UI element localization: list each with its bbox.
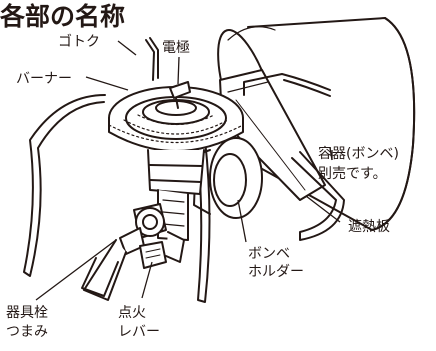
label-container-line2: 別売です。 xyxy=(318,165,387,183)
label-tenka-line1: 点火 xyxy=(118,304,146,322)
label-denkyoku: 電極 xyxy=(162,39,190,57)
label-bombe-holder-line2: ホルダー xyxy=(248,263,304,281)
label-tenka-line2: レバー xyxy=(118,323,160,341)
label-burner: バーナー xyxy=(16,70,72,88)
label-bombe-holder-line1: ボンベ xyxy=(248,245,290,263)
leader-denkyoku xyxy=(178,57,179,84)
label-kigusen-line1: 器具栓 xyxy=(6,304,48,322)
leader-gotoku xyxy=(118,41,136,55)
label-shanetsu: 遮熱板 xyxy=(348,218,390,236)
label-container-line1: 容器(ボンベ) xyxy=(318,145,399,163)
label-kigusen-line2: つまみ xyxy=(6,323,48,341)
page-title: 各部の名称 xyxy=(0,0,125,34)
leader-burner xyxy=(86,77,128,90)
label-gotoku: ゴトク xyxy=(58,33,100,51)
